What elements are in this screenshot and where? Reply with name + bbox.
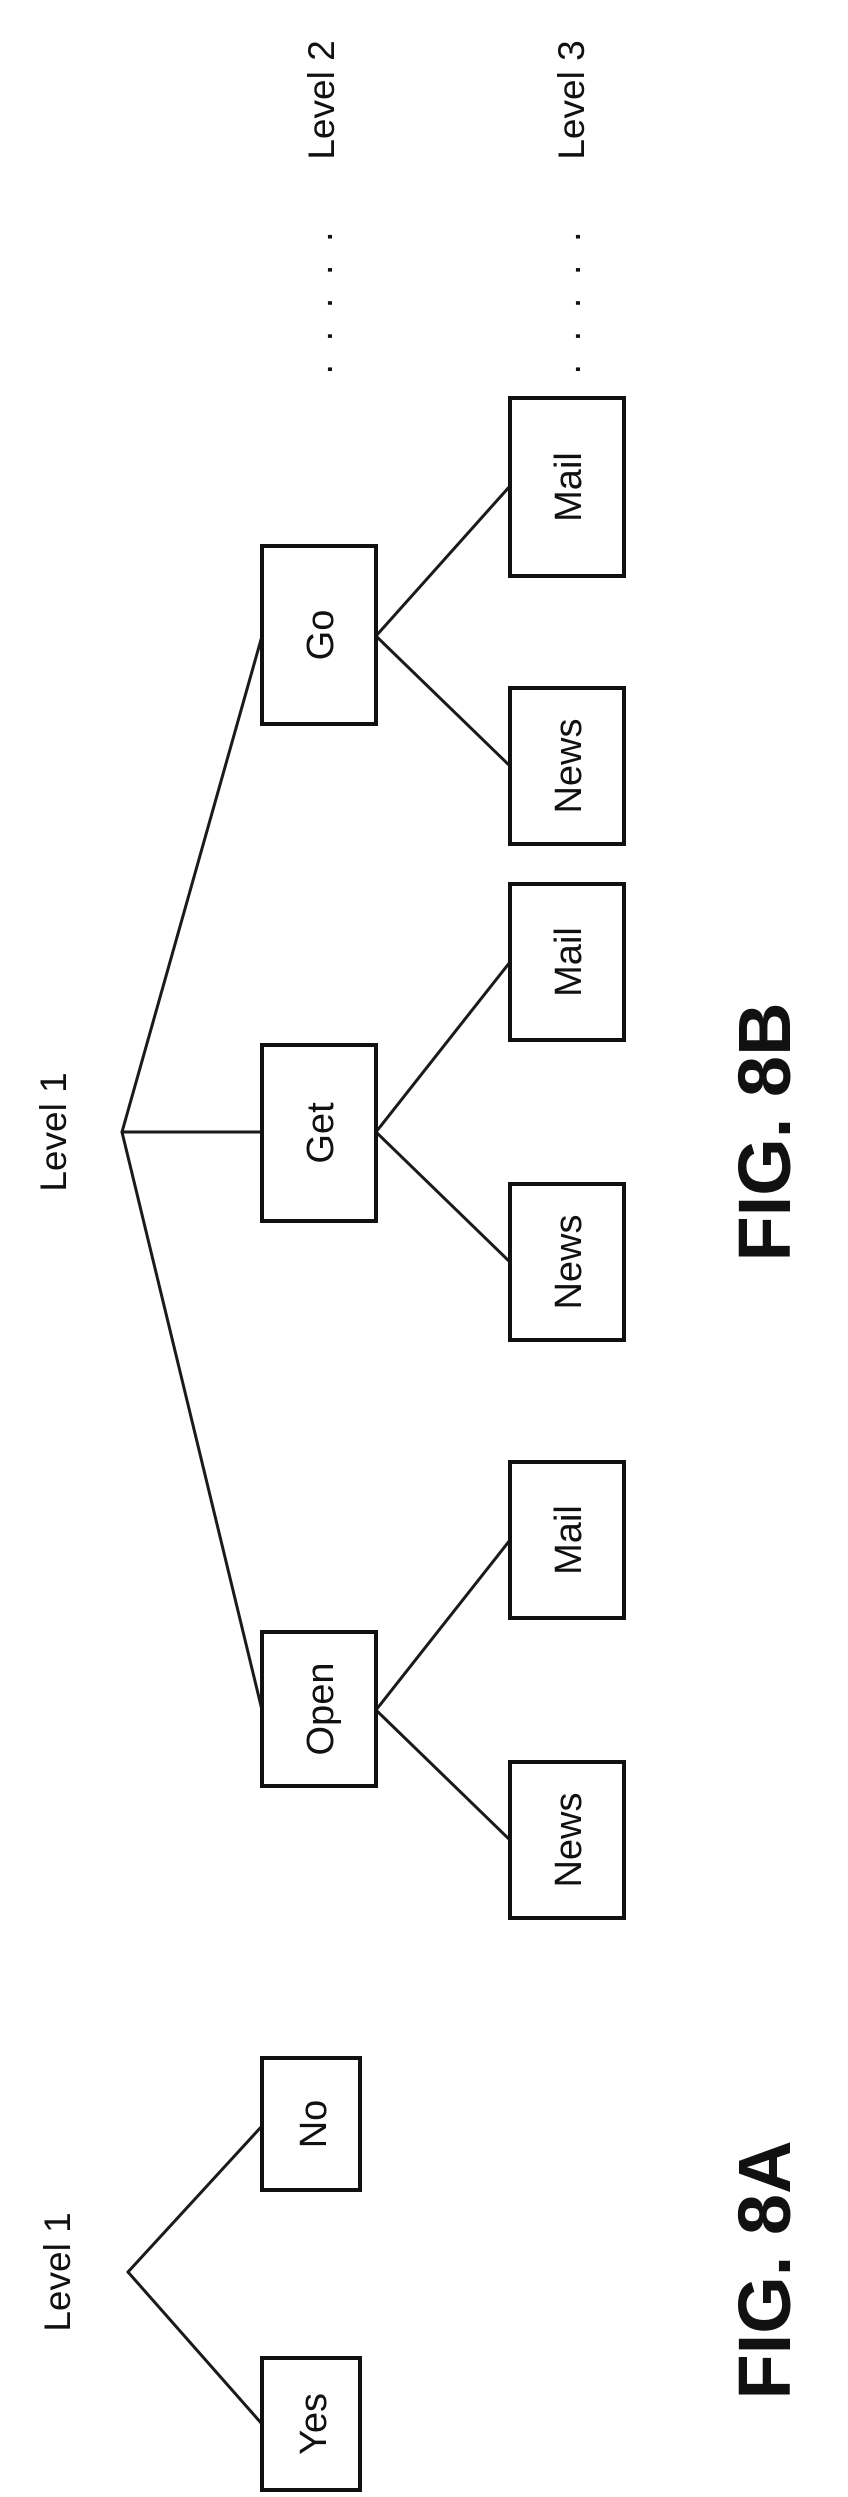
fig-8b-node-get-mail: Mail [510,884,624,1040]
fig-8b-node-open-label: Open [300,1663,342,1756]
fig-8a-caption: FIG. 8A [723,2140,806,2399]
fig-8a-node-no-label: No [293,2100,335,2149]
edge-8b-go-mail [376,486,510,636]
fig-8b-node-open-mail: Mail [510,1462,624,1618]
edge-8a-root-yes [128,2272,262,2424]
fig-8a-node-yes: Yes [262,2358,360,2490]
fig-8a-root-label: Level 1 [37,2212,78,2331]
fig-8b-node-go: Go [262,546,376,724]
fig-8b-level3-label: Level 3 [551,40,592,159]
fig-8b: Level 1 Open Get Go News Mail News [33,40,806,1918]
fig-8b-node-get-news-label: News [548,1214,590,1309]
fig-8b-node-get-label: Get [300,1102,342,1164]
fig-8b-level2-dots: . . . . . [299,225,341,374]
edge-8b-root-open [122,1132,262,1710]
fig-8b-node-open: Open [262,1632,376,1786]
fig-8b-node-open-news: News [510,1762,624,1918]
fig-8b-root-label: Level 1 [33,1072,74,1191]
fig-8b-node-get-news: News [510,1184,624,1340]
edge-8b-open-news [376,1710,510,1840]
fig-8b-node-go-mail: Mail [510,398,624,576]
edge-8b-get-news [376,1132,510,1262]
fig-8a-node-yes-label: Yes [293,2393,335,2455]
edge-8b-get-mail [376,962,510,1132]
fig-8b-node-go-mail-label: Mail [548,452,590,522]
fig-8b-level2-label: Level 2 [301,40,342,159]
fig-8b-node-get-mail-label: Mail [548,927,590,997]
fig-8b-node-open-mail-label: Mail [548,1505,590,1575]
fig-8b-node-go-news-label: News [548,718,590,813]
edge-8b-open-mail [376,1540,510,1710]
edge-8b-go-news [376,636,510,766]
fig-8b-node-go-label: Go [300,610,342,661]
fig-8a-node-no: No [262,2058,360,2190]
fig-8a: Level 1 Yes No FIG. 8A [37,2058,806,2490]
fig-8b-node-get: Get [262,1045,376,1221]
fig-8b-node-open-news-label: News [548,1792,590,1887]
fig-8b-caption: FIG. 8B [723,1002,806,1261]
fig-8b-node-go-news: News [510,688,624,844]
edge-8b-root-go [122,636,262,1132]
edge-8a-root-no [128,2126,262,2272]
fig-8b-level3-dots: . . . . . [547,225,589,374]
